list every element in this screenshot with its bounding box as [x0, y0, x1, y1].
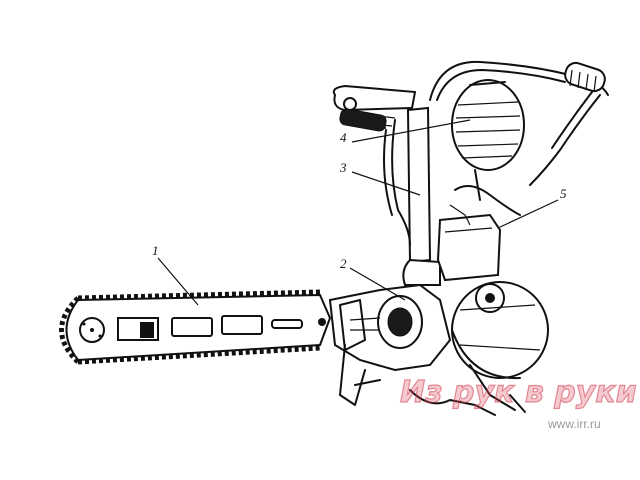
engine-cylinder	[451, 79, 525, 201]
leader-lines	[157, 119, 559, 306]
watermark-url: www.irr.ru	[547, 417, 601, 431]
side-handle	[332, 84, 417, 132]
watermark-logo: Из рук в руки	[400, 375, 637, 410]
fuel-tank	[436, 185, 521, 282]
flywheel	[409, 281, 549, 416]
callout-label-1: 1	[152, 243, 159, 258]
callout-label-5: 5	[560, 186, 567, 201]
drive-housing	[328, 283, 452, 406]
callout-label-4: 4	[340, 130, 347, 145]
callout-label-3: 3	[339, 160, 347, 175]
top-handle	[429, 60, 609, 186]
frame-tube	[383, 106, 441, 286]
guide-bar	[59, 289, 332, 365]
callout-label-2: 2	[340, 256, 347, 271]
